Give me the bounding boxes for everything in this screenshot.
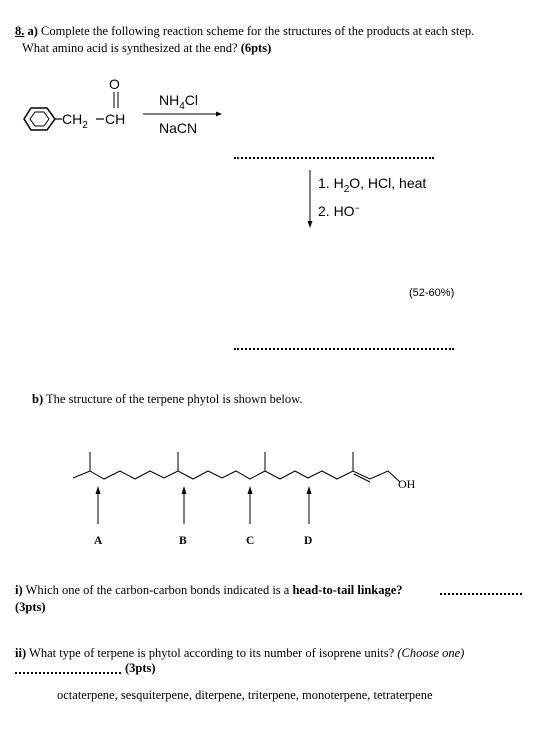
part-ii-text: What type of terpene is phytol according… <box>29 646 395 660</box>
answer-line-i[interactable] <box>440 593 522 595</box>
label-a: A <box>94 535 103 547</box>
yield-label: (52-60%) <box>409 287 455 299</box>
part-a-line2: What amino acid is synthesized at the en… <box>22 41 271 56</box>
vertical-arrow-head <box>307 221 313 228</box>
part-ii-line: ii) What type of terpene is phytol accor… <box>15 646 464 661</box>
part-i-line: i) Which one of the carbon-carbon bonds … <box>15 583 403 598</box>
part-ii-choose: (Choose one) <box>397 646 465 660</box>
part-b-text: The structure of the terpene phytol is s… <box>46 392 303 406</box>
part-i-bold: head-to-tail linkage? <box>292 583 403 597</box>
reagent-nacn: NaCN <box>159 120 197 136</box>
part-ii-num: ii) <box>15 646 27 660</box>
step1-reagents: 1. H2O, HCl, heat <box>318 175 426 195</box>
ch2-label: CH2 <box>62 111 88 131</box>
label-b: B <box>179 535 187 547</box>
label-d: D <box>304 535 313 547</box>
answer-line-1[interactable] <box>234 157 434 159</box>
carbonyl-o: O <box>109 76 120 92</box>
oh-label: OH <box>398 477 416 491</box>
reaction-scheme: CH2 CH O NH4Cl NaCN 1. H2O, HCl, heat 2.… <box>23 76 426 228</box>
arrow-head <box>216 111 222 117</box>
part-b-letter: b) <box>32 392 44 406</box>
part-i-num: i) <box>15 583 23 597</box>
terpene-options: octaterpene, sesquiterpene, diterpene, t… <box>57 688 433 702</box>
aldehyde-ch: CH <box>105 111 125 127</box>
part-a-text2: What amino acid is synthesized at the en… <box>22 41 238 55</box>
part-b-line: b) The structure of the terpene phytol i… <box>32 392 302 407</box>
part-a-letter: a) <box>27 24 38 38</box>
phytol-skeleton <box>72 452 401 483</box>
answer-line-ii[interactable] <box>15 672 121 674</box>
part-a-text1: Complete the following reaction scheme f… <box>41 24 475 38</box>
label-c: C <box>246 535 255 547</box>
part-i-points: (3pts) <box>15 600 46 614</box>
arrow-heads <box>95 486 312 494</box>
step2-reagents: 2. HO− <box>318 203 360 219</box>
answer-line-2[interactable] <box>234 348 454 350</box>
part-ii-points: (3pts) <box>125 661 156 675</box>
reagent-nh4cl: NH4Cl <box>159 92 198 112</box>
part-a-points: (6pts) <box>240 41 272 55</box>
question-number: 8. <box>15 24 25 38</box>
bond-arrows <box>97 493 310 524</box>
part-a-line1: 8. a) Complete the following reaction sc… <box>15 24 474 39</box>
part-i-text: Which one of the carbon-carbon bonds ind… <box>25 583 290 597</box>
